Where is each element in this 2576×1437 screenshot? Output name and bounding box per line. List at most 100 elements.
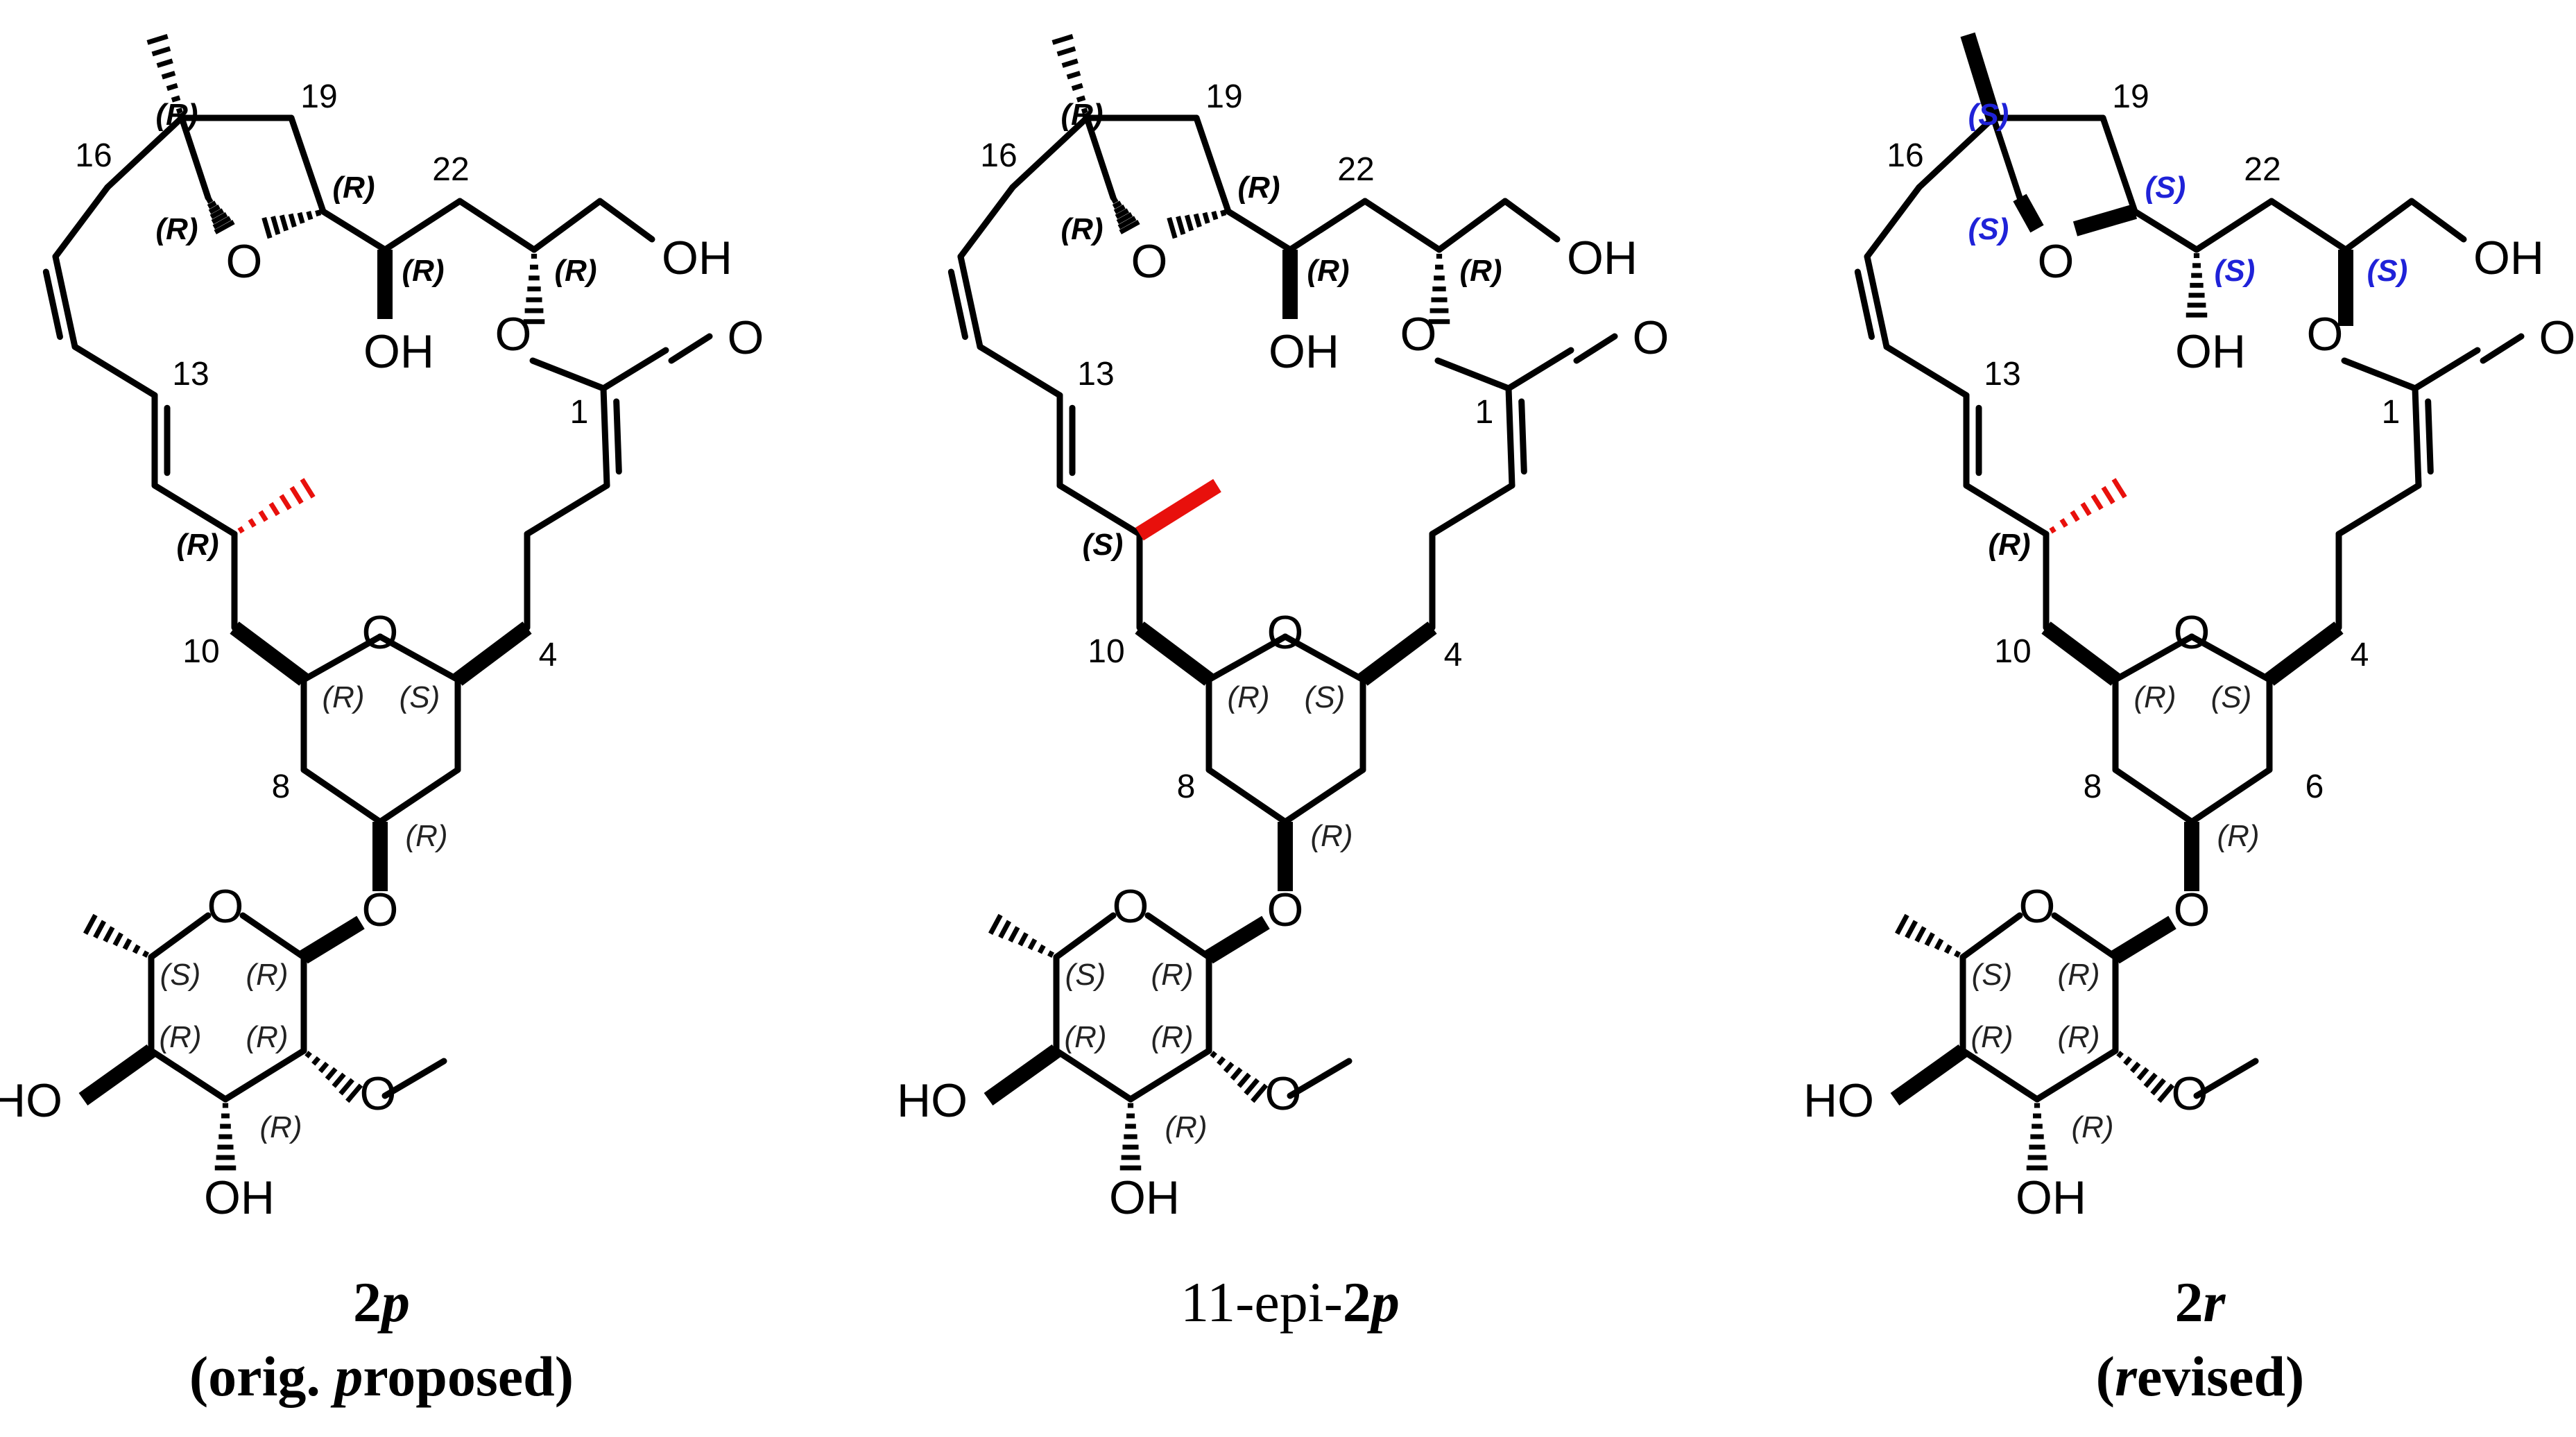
c17-methyl-hash-bond <box>1051 34 1088 114</box>
carbonyl-bond <box>2412 347 2481 392</box>
c12-bond <box>1963 482 2050 537</box>
desc-c21: (S) <box>2215 254 2256 288</box>
sugar-hydroxyl-bottom: OH <box>2016 1171 2086 1224</box>
desc-c20: (R) <box>332 171 375 205</box>
sugar-methyl-hash-bond <box>988 913 1055 958</box>
c24-bond <box>1436 198 1509 253</box>
c3-bond <box>1429 482 1515 537</box>
desc-sugar-3: (R) <box>1064 1020 1106 1054</box>
thf-oxygen: O <box>226 235 263 288</box>
c20-o-hash-bond <box>261 209 322 239</box>
sugar-hydroxyl-left: HO <box>1803 1074 1874 1127</box>
ester-oxygen: O <box>495 308 532 361</box>
methoxy-oxygen: O <box>1265 1067 1302 1120</box>
thf-oxygen: O <box>2038 235 2075 288</box>
sugar-oh-hash-bond <box>1119 1103 1142 1171</box>
c2-c3-double-bond <box>1505 385 1515 489</box>
locant-4: 4 <box>539 637 558 673</box>
c2-c3-double-bond-inner <box>1518 398 1527 475</box>
sugar-oh-bold-bond <box>78 1044 156 1105</box>
ester-oxygen: O <box>2307 308 2344 361</box>
desc-sugar-5: (R) <box>2071 1110 2113 1144</box>
c18-o-hash-bond <box>205 196 235 234</box>
c4-c5-bold-bond <box>453 621 532 686</box>
c18-o-bold-bond <box>2013 193 2044 233</box>
sugar-oh-bold-bond <box>1890 1044 1968 1105</box>
locant-19: 19 <box>300 78 337 115</box>
caption-2r-line2: (revised) <box>2096 1345 2305 1408</box>
c9-c10-bold-bond <box>230 621 309 686</box>
ring-o-bond <box>1282 633 1366 683</box>
sugar-bond-3 <box>148 1047 229 1103</box>
c12-bond <box>151 482 238 537</box>
sugar-bond-6 <box>2051 912 2119 961</box>
desc-c18: (S) <box>1968 212 2009 246</box>
desc-sugar-4: (R) <box>2057 1020 2100 1054</box>
c7-bond <box>2188 766 2273 825</box>
sugar-ome-hash-bond <box>2116 1051 2175 1103</box>
locant-10: 10 <box>1994 633 2031 670</box>
desc-c7: (R) <box>1310 819 1353 853</box>
desc-c5: (S) <box>400 680 440 714</box>
carbonyl-bond <box>600 347 669 392</box>
desc-c15: (R) <box>1061 98 1103 132</box>
sugar-methyl-hash-bond <box>83 913 150 958</box>
locant-16: 16 <box>1887 137 1923 174</box>
c14-bond <box>1883 343 1970 399</box>
c21-bond <box>2131 208 2200 253</box>
desc-c20: (S) <box>2145 171 2186 205</box>
glycosidic-oxygen: O <box>2174 884 2210 936</box>
primary-hydroxyl: OH <box>662 232 732 284</box>
c17-methyl-bold-bond <box>1960 32 2001 121</box>
sugar-hydroxyl-bottom: OH <box>1109 1171 1180 1224</box>
c3-bond <box>524 482 610 537</box>
c8-bond <box>300 766 384 825</box>
desc-c21: (R) <box>1307 254 1349 288</box>
desc-sugar-3: (R) <box>159 1020 201 1054</box>
c14-c15-double-bond <box>957 253 984 350</box>
locant-1: 1 <box>2382 394 2401 431</box>
desc-sugar-1: (S) <box>1065 958 1106 992</box>
c11-methyl-red-hash-bond <box>237 478 316 534</box>
c18-bond <box>178 114 212 201</box>
carbonyl-bond-2 <box>1573 333 1618 364</box>
desc-sugar-4: (R) <box>1151 1020 1193 1054</box>
c17-methyl-hash-bond <box>146 34 183 114</box>
c7-bond <box>377 766 461 825</box>
desc-sugar-5: (R) <box>1165 1110 1207 1144</box>
c18-bond <box>1990 114 2023 201</box>
sugar-hydroxyl-bottom: OH <box>204 1171 275 1224</box>
sugar-bond-6 <box>239 912 307 961</box>
desc-c21: (R) <box>402 254 444 288</box>
desc-c9: (R) <box>1227 680 1269 714</box>
caption-2p-line2: (orig. proposed) <box>189 1345 574 1408</box>
sugar-oh-hash-bond <box>214 1103 237 1171</box>
c20-bond <box>288 114 327 215</box>
desc-sugar-5: (R) <box>259 1110 302 1144</box>
c9-c10-bold-bond <box>2041 621 2120 686</box>
anomeric-bold-bond <box>1205 915 1270 964</box>
sugar-bond-5 <box>148 912 212 961</box>
sugar-hydroxyl-left: HO <box>0 1074 62 1127</box>
desc-c11: (S) <box>1083 528 1124 562</box>
sugar-oh-bold-bond <box>984 1044 1061 1105</box>
carbonyl-bond <box>1505 347 1574 392</box>
ring-o-bond-2 <box>300 633 384 683</box>
pyran-oxygen: O <box>1267 606 1304 659</box>
c24-bond <box>2342 198 2415 253</box>
desc-c23: (S) <box>2367 254 2408 288</box>
c24-oh-bond <box>2408 198 2467 243</box>
locant-13: 13 <box>1984 356 2020 393</box>
c14-c15-double-bond <box>52 253 78 350</box>
desc-sugar-2: (R) <box>2057 958 2100 992</box>
c20-o-hash-bond <box>1167 209 1227 239</box>
c20-bond <box>2100 114 2138 215</box>
locant-16: 16 <box>75 137 112 174</box>
c18-bond <box>1083 114 1117 201</box>
c24-bond <box>531 198 603 253</box>
sugar-hydroxyl-left: HO <box>897 1074 968 1127</box>
c23-bond <box>456 198 538 253</box>
desc-sugar-2: (R) <box>246 958 288 992</box>
carbonyl-bond-2 <box>668 333 713 364</box>
